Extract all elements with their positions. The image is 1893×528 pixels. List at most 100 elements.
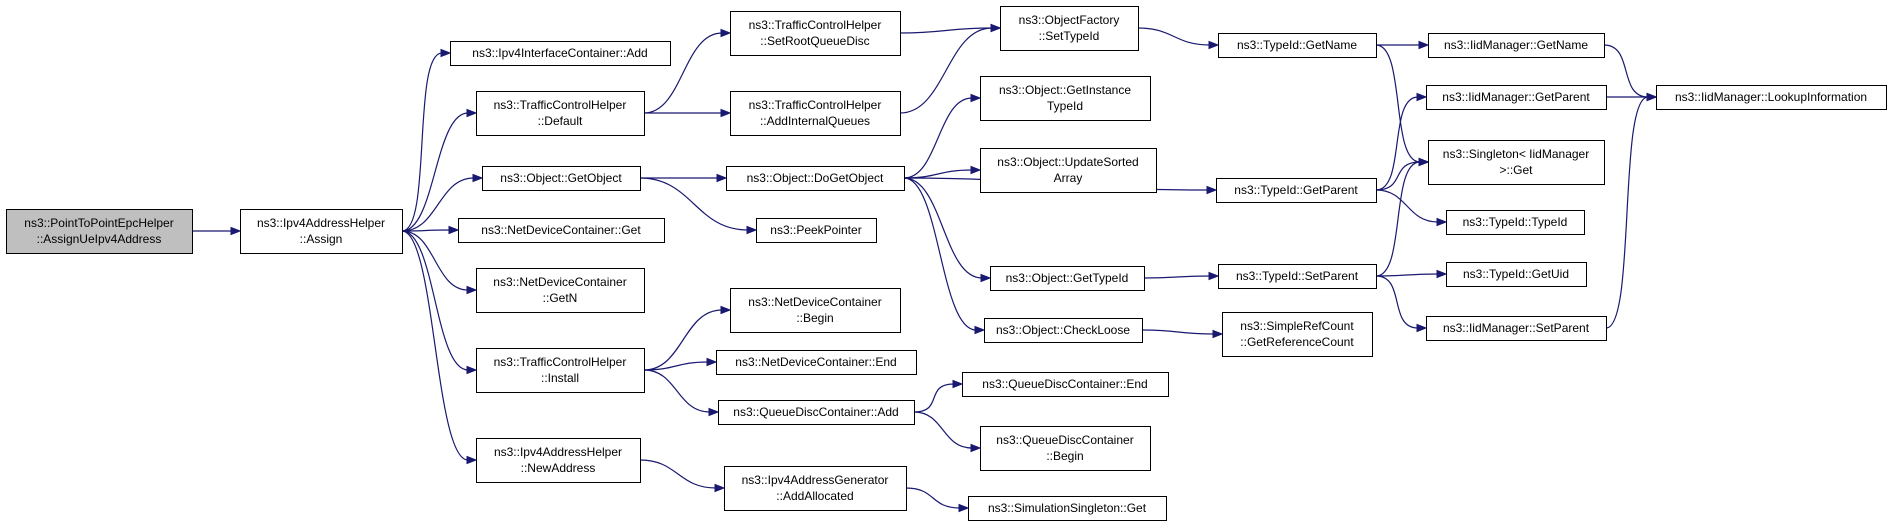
node-box [724,466,907,511]
arrowhead-icon [448,225,460,235]
node-box [726,166,905,191]
edge-n34-n35 [1605,96,1649,329]
node-ipv4addresshelper-assign[interactable]: ns3::Ipv4AddressHelper::Assign [240,209,403,254]
edge-n26-n30 [1375,96,1419,191]
node-object-gettypeid[interactable]: ns3::Object::GetTypeId [990,266,1145,291]
node-label: ns3::TrafficControlHelper [494,355,627,369]
node-box [240,209,403,254]
node-label: ns3::TypeId::GetUid [1463,267,1569,281]
node-trafficcontrolhelper-setrootqueuedisc[interactable]: ns3::TrafficControlHelper::SetRootQueueD… [730,11,901,56]
edge-n4-n12 [639,177,749,231]
node-typeid-getname[interactable]: ns3::TypeId::GetName [1218,33,1377,58]
node-simplerefcount-getreferencecount[interactable]: ns3::SimpleRefCount::GetReferenceCount [1222,312,1373,357]
node-netdevicecontainer-getn[interactable]: ns3::NetDeviceContainer::GetN [476,268,645,313]
node-iidmanager-lookupinformation[interactable]: ns3::IidManager::LookupInformation [1656,85,1887,110]
node-iidmanager-getparent[interactable]: ns3::IidManager::GetParent [1426,85,1607,110]
arrowhead-icon [466,108,478,118]
node-box [476,438,641,483]
arrowhead-icon [970,443,982,453]
node-label: ns3::SimpleRefCount [1240,319,1354,333]
node-label: ::SetRootQueueDisc [760,34,869,48]
node-label: ::AddAllocated [776,489,853,503]
node-box [980,426,1151,471]
node-ipv4addresshelper-newaddress[interactable]: ns3::Ipv4AddressHelper::NewAddress [476,438,641,483]
node-box [1222,312,1373,357]
arrowhead-icon [720,28,732,38]
node-box [730,91,901,136]
node-label: ::Begin [1046,449,1083,463]
node-queuedisccontainer-add[interactable]: ns3::QueueDiscContainer::Add [718,400,915,425]
node-label: ns3::Ipv4InterfaceContainer::Add [472,46,647,60]
node-simulationsingleton-get[interactable]: ns3::SimulationSingleton::Get [968,496,1167,521]
node-peekpointer[interactable]: ns3::PeekPointer [756,218,877,243]
node-trafficcontrolhelper-default[interactable]: ns3::TrafficControlHelper::Default [476,91,645,136]
node-label: >::Get [1499,163,1533,177]
arrowhead-icon [720,108,732,118]
edge-n3-n9 [643,32,723,114]
node-box [980,76,1151,121]
arrowhead-icon [970,165,982,175]
edge-n11-n19 [903,169,973,179]
node-singleton-iidmanager-get[interactable]: ns3::Singleton< IidManager >::Get [1428,140,1605,185]
arrowhead-icon [1418,157,1430,167]
node-box [1216,178,1377,203]
node-netdevicecontainer-begin[interactable]: ns3::NetDeviceContainer::Begin [730,288,901,333]
node-typeid-getuid[interactable]: ns3::TypeId::GetUid [1446,262,1587,287]
node-label: ::Assign [300,232,343,246]
node-queuedisccontainer-end[interactable]: ns3::QueueDiscContainer::End [962,372,1169,397]
edge-n20-n27 [1143,275,1211,279]
edge-n27-n34 [1375,275,1419,329]
edge-n1-n3 [401,112,469,232]
node-netdevicecontainer-end[interactable]: ns3::NetDeviceContainer::End [716,350,917,375]
arrowhead-icon [990,23,1002,33]
arrowhead-icon [1418,40,1430,50]
node-box [990,266,1145,291]
node-iidmanager-setparent[interactable]: ns3::IidManager::SetParent [1426,316,1607,341]
node-label: ns3::Object::GetObject [500,171,622,185]
node-object-getobject[interactable]: ns3::Object::GetObject [482,166,641,191]
node-objectfactory-settypeid[interactable]: ns3::ObjectFactory::SetTypeId [1000,6,1139,51]
edge-n10-n17 [899,27,993,114]
edge-n8-n16 [639,459,717,489]
edge-n15-n22 [913,383,955,413]
node-label: ::Install [541,371,579,385]
node-label: ns3::IidManager::SetParent [1443,321,1590,335]
node-typeid-setparent[interactable]: ns3::TypeId::SetParent [1218,264,1377,289]
arrowhead-icon [952,379,964,389]
node-ipv4addressgenerator-addallocated[interactable]: ns3::Ipv4AddressGenerator::AddAllocated [724,466,907,511]
node-label: ns3::NetDeviceContainer::End [735,355,896,369]
node-object-checkloose[interactable]: ns3::Object::CheckLoose [984,318,1143,343]
node-label: TypeId [1047,99,1083,113]
arrowhead-icon [714,483,726,493]
node-pointtopointepchelper-assignueipv4address[interactable]: ns3::PointToPointEpcHelper::AssignUeIpv4… [6,209,193,254]
arrowhead-icon [1206,185,1218,195]
node-label: ns3::PeekPointer [770,223,861,237]
node-iidmanager-getname[interactable]: ns3::IidManager::GetName [1428,33,1605,58]
arrowhead-icon [746,225,758,235]
node-netdevicecontainer-get[interactable]: ns3::NetDeviceContainer::Get [458,218,665,243]
node-typeid-getparent[interactable]: ns3::TypeId::GetParent [1216,178,1377,203]
node-label: ns3::NetDeviceContainer [493,275,626,289]
node-trafficcontrolhelper-install[interactable]: ns3::TrafficControlHelper::Install [476,348,645,393]
node-label: ns3::Object::CheckLoose [996,323,1130,337]
node-box [716,350,917,375]
arrowhead-icon [970,93,982,103]
edge-n25-n31 [1375,44,1421,163]
node-box [1218,33,1377,58]
node-label: ::AddInternalQueues [760,114,870,128]
node-object-dogetobject[interactable]: ns3::Object::DoGetObject [726,166,905,191]
node-label: ns3::TypeId::GetParent [1234,183,1358,197]
node-trafficcontrolhelper-addinternalqueues[interactable]: ns3::TrafficControlHelper::AddInternalQu… [730,91,901,136]
node-box [476,348,645,393]
node-label: ns3::ObjectFactory [1019,13,1120,27]
node-ipv4interfacecontainer-add[interactable]: ns3::Ipv4InterfaceContainer::Add [450,41,671,66]
node-box [1446,262,1587,287]
node-queuedisccontainer-begin[interactable]: ns3::QueueDiscContainer::Begin [980,426,1151,471]
arrowhead-icon [1436,217,1448,227]
node-typeid-typeid[interactable]: ns3::TypeId::TypeId [1446,210,1585,235]
node-box [1428,33,1605,58]
node-label: ns3::QueueDiscContainer::Add [733,405,898,419]
node-box [756,218,877,243]
